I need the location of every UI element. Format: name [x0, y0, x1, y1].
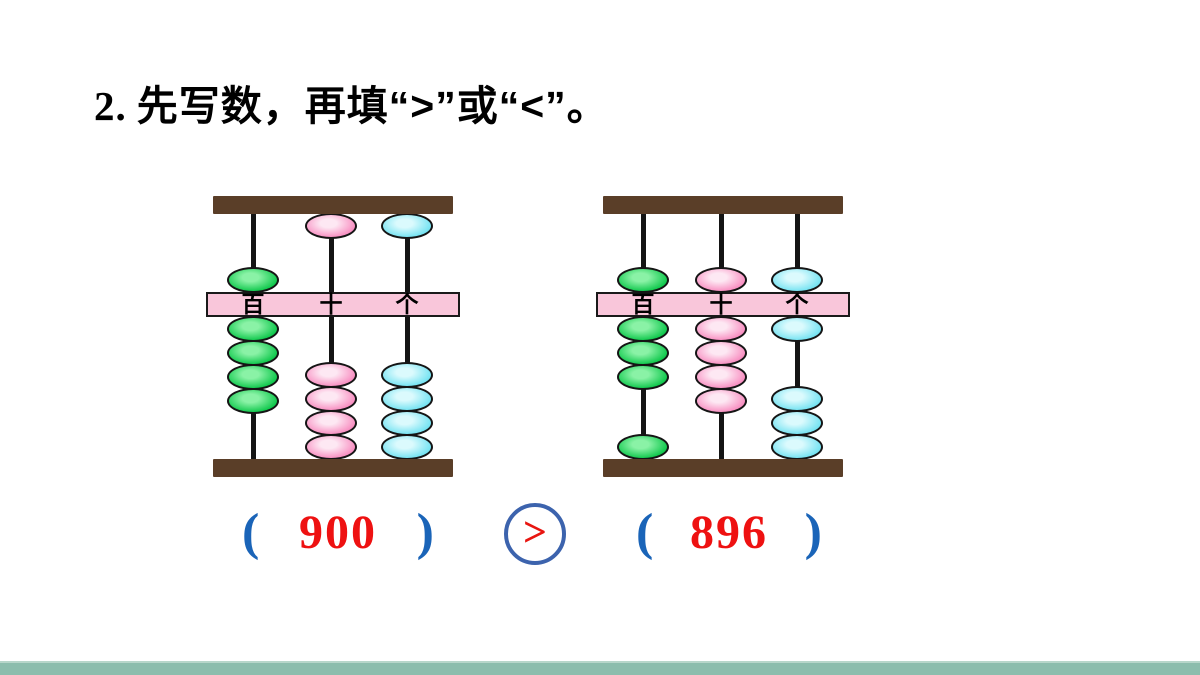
abacus-top-bar: [213, 196, 453, 214]
place-label-百: 百: [631, 291, 655, 317]
cyan-bead: [771, 316, 823, 342]
place-label-个: 个: [785, 291, 809, 317]
place-value-band: [206, 292, 460, 317]
question-text: 先写数，再填“>”或“<”。: [136, 83, 609, 129]
cyan-bead: [771, 267, 823, 293]
pink-bead: [305, 434, 357, 460]
green-bead: [617, 434, 669, 460]
abacus-rod-个: [405, 214, 410, 461]
green-bead: [227, 267, 279, 293]
cyan-bead: [381, 434, 433, 460]
place-label-十: 十: [709, 291, 733, 317]
place-label-十: 十: [319, 291, 343, 317]
abacus-bottom-bar: [213, 459, 453, 477]
green-bead: [227, 340, 279, 366]
open-paren: (: [636, 504, 654, 561]
green-bead: [617, 316, 669, 342]
answer-right-value: 896: [690, 506, 768, 559]
pink-bead: [305, 410, 357, 436]
comparator-circle: >: [504, 503, 566, 565]
cyan-bead: [381, 410, 433, 436]
pink-bead: [305, 362, 357, 388]
cyan-bead: [771, 434, 823, 460]
pink-bead: [305, 213, 357, 239]
slide-footer-strip: [0, 661, 1200, 675]
pink-bead: [695, 316, 747, 342]
green-bead: [227, 388, 279, 414]
cyan-bead: [381, 386, 433, 412]
pink-bead: [305, 386, 357, 412]
abacus-right: 百十个: [596, 196, 850, 477]
answer-left-value: 900: [299, 506, 377, 559]
question-title: 2.先写数，再填“>”或“<”。: [94, 82, 609, 130]
green-bead: [227, 316, 279, 342]
open-paren: (: [242, 504, 260, 561]
answer-left-group: ( 900 ): [242, 496, 434, 570]
place-label-百: 百: [241, 291, 265, 317]
abacus-left: 百十个: [206, 196, 460, 477]
place-label-个: 个: [395, 291, 419, 317]
pink-bead: [695, 388, 747, 414]
answer-right-group: ( 896 ): [636, 496, 822, 570]
cyan-bead: [381, 362, 433, 388]
green-bead: [227, 364, 279, 390]
green-bead: [617, 340, 669, 366]
abacus-bottom-bar: [603, 459, 843, 477]
abacus-rod-十: [329, 214, 334, 461]
question-number: 2.: [94, 83, 127, 129]
green-bead: [617, 267, 669, 293]
cyan-bead: [771, 386, 823, 412]
cyan-bead: [381, 213, 433, 239]
comparator-symbol: >: [523, 510, 547, 556]
green-bead: [617, 364, 669, 390]
abacus-top-bar: [603, 196, 843, 214]
cyan-bead: [771, 410, 823, 436]
close-paren: ): [416, 504, 434, 561]
close-paren: ): [804, 504, 822, 561]
pink-bead: [695, 267, 747, 293]
pink-bead: [695, 340, 747, 366]
pink-bead: [695, 364, 747, 390]
